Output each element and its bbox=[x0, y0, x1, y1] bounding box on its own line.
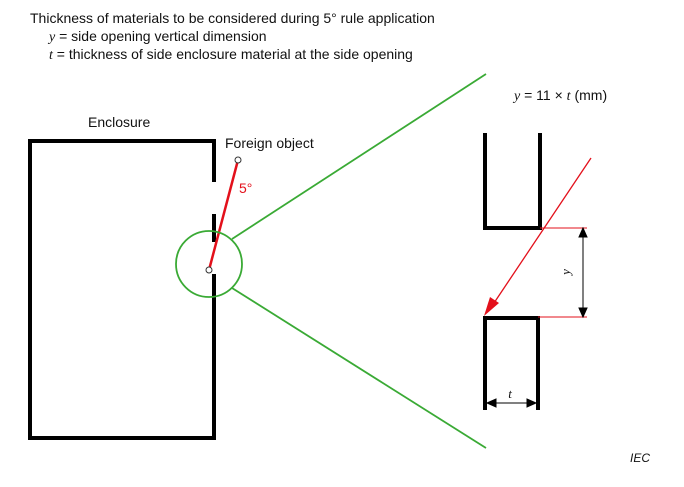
thickness-equation: y = 11 × t (mm) bbox=[514, 87, 607, 105]
equation-y: y bbox=[514, 89, 521, 104]
figure-title: Thickness of materials to be considered … bbox=[30, 10, 435, 26]
zoom-rule-line bbox=[484, 157, 592, 316]
zoom-lower-wall bbox=[483, 316, 540, 410]
t-dimension-arrow bbox=[485, 398, 538, 408]
equation-unit: (mm) bbox=[570, 87, 608, 103]
angle-label: 5° bbox=[239, 180, 253, 196]
zoom-upper-wall bbox=[483, 133, 542, 230]
enclosure-wall bbox=[28, 139, 216, 440]
magnifier-ray-top bbox=[231, 73, 487, 240]
y-dimension-label: y bbox=[558, 269, 573, 277]
foreign-object-label: Foreign object bbox=[225, 135, 314, 151]
enclosure-outline bbox=[28, 139, 216, 440]
y-arrowhead-bottom bbox=[578, 307, 588, 319]
iec-credit: IEC bbox=[630, 451, 651, 465]
equation-middle: = 11 × bbox=[520, 87, 567, 103]
y-dimension-arrow bbox=[578, 226, 588, 319]
foreign-object bbox=[205, 156, 242, 274]
magnifier-circle bbox=[175, 230, 243, 298]
lower-wall-profile bbox=[483, 316, 540, 410]
y-definition-line: y = side opening vertical dimension bbox=[49, 28, 267, 46]
magnifier bbox=[175, 73, 487, 449]
equation-t: t bbox=[566, 89, 571, 104]
foreign-object-end-marker bbox=[234, 156, 242, 164]
t-symbol: t bbox=[49, 48, 53, 63]
t-arrowhead-left bbox=[485, 398, 497, 408]
enclosure-label: Enclosure bbox=[88, 114, 151, 130]
zoom-rule-arrowhead bbox=[484, 297, 499, 316]
magnifier-ray-bottom bbox=[231, 287, 487, 449]
y-arrowhead-top bbox=[578, 226, 588, 238]
y-symbol: y bbox=[49, 30, 56, 45]
upper-wall-profile bbox=[483, 133, 542, 230]
zoom-rule-line-stroke bbox=[491, 157, 592, 307]
foreign-object-tip-marker bbox=[205, 266, 213, 274]
t-dimension-label: t bbox=[508, 386, 512, 401]
t-definition-text: = thickness of side enclosure material a… bbox=[52, 46, 413, 62]
t-arrowhead-right bbox=[526, 398, 538, 408]
y-definition-text: = side opening vertical dimension bbox=[55, 28, 267, 44]
y-reference-lines bbox=[538, 227, 587, 318]
foreign-object-rod bbox=[207, 159, 240, 271]
t-definition-line: t = thickness of side enclosure material… bbox=[49, 46, 413, 64]
